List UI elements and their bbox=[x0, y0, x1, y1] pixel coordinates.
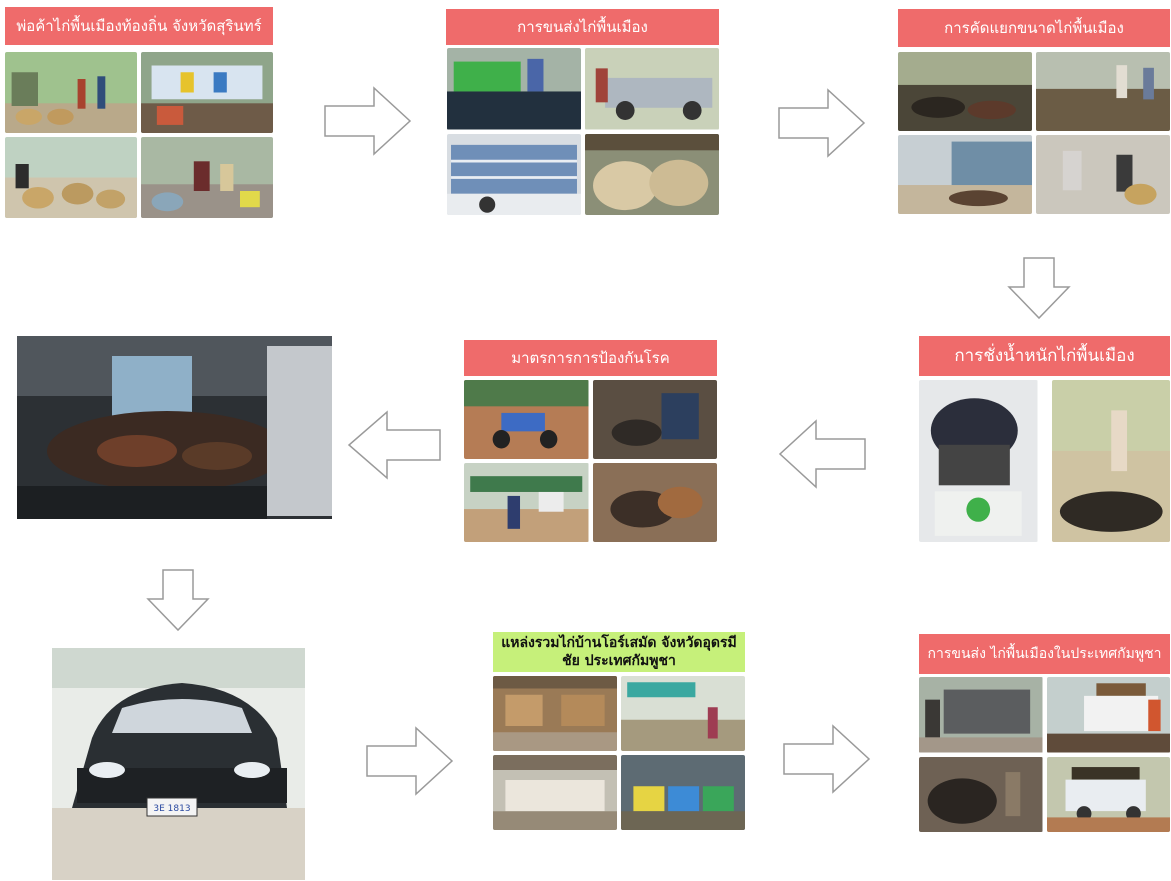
photo-car-loading bbox=[17, 336, 332, 519]
step-title: การขนส่ง ไก่พื้นเมืองในประเทศกัมพูชา bbox=[919, 634, 1170, 674]
photo-sorting-building bbox=[898, 135, 1032, 214]
photo-checkpoint bbox=[464, 463, 589, 542]
photo-cages-stacked bbox=[447, 133, 581, 215]
photo-crates-truck bbox=[447, 48, 581, 130]
photo-baskets bbox=[5, 137, 137, 218]
photo-market-shade bbox=[621, 676, 745, 751]
photo-loaded-truck bbox=[919, 756, 1043, 832]
car-plate: 3E 1813 bbox=[153, 804, 190, 814]
photo-van bbox=[1046, 677, 1170, 753]
photo-market-crates bbox=[621, 755, 745, 830]
photo-truck-cages bbox=[919, 677, 1043, 753]
step-title: มาตรการการป้องกันโรค bbox=[464, 340, 717, 376]
photo-loaded-van bbox=[1046, 756, 1170, 832]
photo-sorting-workers bbox=[1036, 135, 1170, 214]
photo-car: 3E 1813 bbox=[52, 648, 305, 880]
step-title: การขนส่งไก่พื้นเมือง bbox=[446, 9, 719, 45]
step-title: แหล่งรวมไก่บ้านโอร์เสมัด จังหวัดอุดรมีชั… bbox=[493, 632, 745, 672]
arrow-right-icon bbox=[322, 84, 414, 158]
photo-pickup bbox=[585, 48, 719, 130]
arrow-left-icon bbox=[776, 417, 868, 491]
photo-vaccination bbox=[592, 380, 717, 459]
photo-shop bbox=[141, 52, 273, 133]
arrow-down-icon bbox=[1006, 255, 1072, 321]
photo-sorting-chickens bbox=[898, 52, 1032, 131]
arrow-right-icon bbox=[364, 724, 456, 798]
photo-market bbox=[5, 52, 137, 133]
photo-scale bbox=[919, 380, 1038, 542]
arrow-right-icon bbox=[776, 86, 868, 160]
photo-chicken-handling bbox=[592, 463, 717, 542]
step-title: พ่อค้าไก่พื้นเมืองท้องถิ่น จังหวัดสุรินท… bbox=[5, 7, 273, 45]
photo-market-stalls bbox=[493, 676, 617, 751]
step-title: การชั่งน้ำหนักไก่พื้นเมือง bbox=[919, 336, 1170, 376]
photo-sorting-yard bbox=[1036, 52, 1170, 131]
arrow-left-icon bbox=[345, 408, 443, 482]
photo-street bbox=[141, 137, 273, 218]
arrow-down-icon bbox=[145, 567, 211, 633]
photo-yard-chickens bbox=[1051, 380, 1170, 542]
photo-bamboo-baskets bbox=[585, 133, 719, 215]
photo-motorbike bbox=[464, 380, 589, 459]
photo-market-cages bbox=[493, 755, 617, 830]
step-title: การคัดแยกขนาดไก่พื้นเมือง bbox=[898, 9, 1170, 47]
arrow-right-icon bbox=[781, 722, 873, 796]
